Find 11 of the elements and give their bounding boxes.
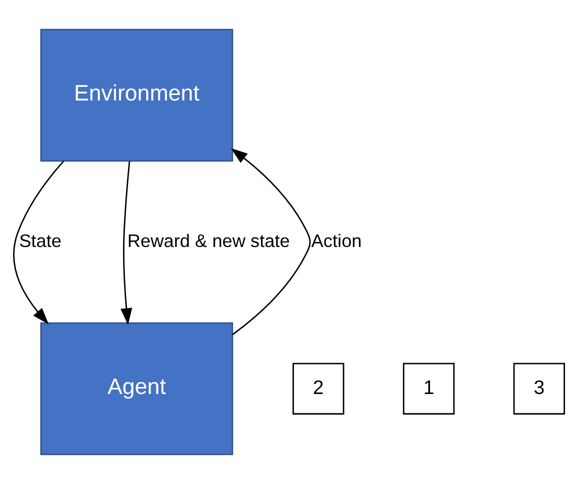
edge-label: Action [311,230,362,250]
node-box: Environment [40,28,234,162]
arrow [230,148,311,335]
node-box: 3 [513,362,566,414]
edge-label: State [19,230,62,250]
arrow [120,160,132,324]
node-box: 1 [402,362,455,414]
edge-label: Reward & new state [127,230,290,250]
node-box: Agent [40,322,234,455]
node-box: 2 [292,362,344,414]
arrow [13,160,64,324]
